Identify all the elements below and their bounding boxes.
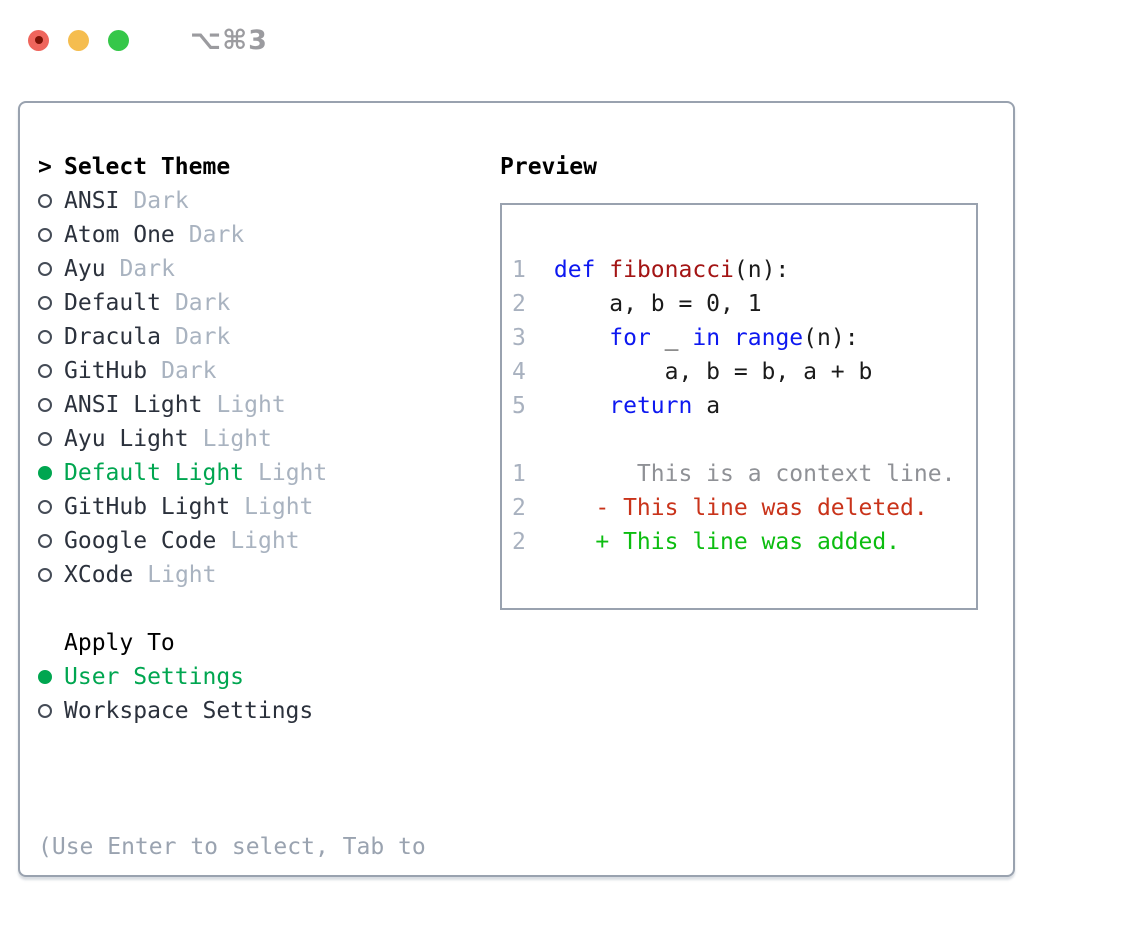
line-number: 1: [512, 461, 526, 487]
line-number: 4: [512, 359, 526, 385]
radio-icon: [38, 534, 52, 548]
theme-variant-label: Light: [147, 562, 217, 588]
code-line: 1 def fibonacci(n):: [512, 253, 976, 287]
option-label: Ayu Light: [64, 426, 189, 452]
radio-icon: [38, 194, 52, 208]
theme-variant-label: Dark: [119, 256, 175, 282]
radio-icon: [38, 364, 52, 378]
option-label: GitHub Light: [64, 494, 231, 520]
theme-option[interactable]: GitHub Light Light: [38, 490, 500, 524]
option-label: XCode: [64, 562, 134, 588]
code-line: 2 + This line was added.: [512, 525, 976, 559]
titlebar: ⌥⌘3: [0, 0, 1140, 56]
radio-icon: [38, 296, 52, 310]
active-dot-icon: [34, 36, 43, 44]
theme-variant-label: Light: [244, 494, 314, 520]
line-number: 3: [512, 325, 526, 351]
option-label: Atom One: [64, 222, 175, 248]
code-line: [512, 423, 976, 457]
radio-icon: [38, 704, 52, 718]
option-label: ANSI Light: [64, 392, 203, 418]
apply-to-title: Apply To: [64, 630, 175, 656]
theme-variant-label: Light: [202, 426, 272, 452]
line-number: 1: [512, 257, 526, 283]
theme-option[interactable]: Default Light Light: [38, 456, 500, 490]
line-number: 2: [512, 291, 526, 317]
radio-selected-icon: [38, 466, 52, 480]
option-label: Dracula: [64, 324, 161, 350]
theme-option[interactable]: ANSI Dark: [38, 184, 500, 218]
theme-variant-label: Dark: [188, 222, 245, 248]
option-label: ANSI: [64, 188, 120, 214]
theme-variant-label: Dark: [174, 290, 231, 316]
theme-option[interactable]: Workspace Settings: [38, 694, 500, 728]
line-number: 5: [512, 393, 526, 419]
theme-option[interactable]: Google Code Light: [38, 524, 500, 558]
radio-icon: [38, 330, 52, 344]
theme-variant-label: Light: [258, 460, 328, 486]
theme-option[interactable]: GitHub Dark: [38, 354, 500, 388]
apply-to-header: Apply To: [38, 626, 500, 660]
theme-option[interactable]: Atom One Dark: [38, 218, 500, 252]
code-line: 2 a, b = 0, 1: [512, 287, 976, 321]
theme-option[interactable]: Ayu Light Light: [38, 422, 500, 456]
zoom-button[interactable]: [108, 29, 129, 51]
option-label: GitHub: [64, 358, 148, 384]
theme-variant-label: Light: [216, 392, 286, 418]
line-number: 2: [512, 495, 526, 521]
theme-variant-label: Dark: [133, 188, 189, 214]
theme-variant-label: Dark: [161, 358, 217, 384]
option-label: Default Light: [64, 460, 245, 486]
minimize-button[interactable]: [68, 29, 89, 51]
radio-icon: [38, 568, 52, 582]
theme-option[interactable]: Ayu Dark: [38, 252, 500, 286]
radio-icon: [38, 228, 52, 242]
radio-selected-icon: [38, 670, 52, 684]
code-line: 4 a, b = b, a + b: [512, 355, 976, 389]
preview-column: Preview 1 def fibonacci(n):2 a, b = 0, 1…: [500, 150, 1013, 875]
close-button[interactable]: [28, 29, 49, 51]
help-text: (Use Enter to select, Tab to change focu…: [38, 834, 426, 860]
line-number: 2: [512, 529, 526, 555]
theme-option[interactable]: Default Dark: [38, 286, 500, 320]
select-theme-title: Select Theme: [64, 154, 231, 180]
focus-caret-icon: >: [38, 154, 52, 180]
option-label: Ayu: [64, 256, 106, 282]
radio-icon: [38, 398, 52, 412]
theme-variant-label: Light: [230, 528, 300, 554]
select-theme-header: > Select Theme: [38, 150, 500, 184]
option-label: Default: [64, 290, 161, 316]
code-line: 1 This is a context line.: [512, 457, 976, 491]
radio-icon: [38, 262, 52, 276]
option-label: Workspace Settings: [64, 698, 314, 724]
code-line: 2 - This line was deleted.: [512, 491, 976, 525]
option-label: Google Code: [64, 528, 217, 554]
window-shortcut-label: ⌥⌘3: [190, 24, 268, 56]
theme-option[interactable]: User Settings: [38, 660, 500, 694]
code-line: 5 return a: [512, 389, 976, 423]
theme-variant-label: Dark: [174, 324, 231, 350]
radio-icon: [38, 432, 52, 446]
option-label: User Settings: [64, 664, 245, 690]
theme-option[interactable]: ANSI Light Light: [38, 388, 500, 422]
preview-header: Preview: [500, 154, 597, 180]
theme-option[interactable]: XCode Light: [38, 558, 500, 592]
radio-icon: [38, 500, 52, 514]
code-line: 3 for _ in range(n):: [512, 321, 976, 355]
theme-option[interactable]: Dracula Dark: [38, 320, 500, 354]
